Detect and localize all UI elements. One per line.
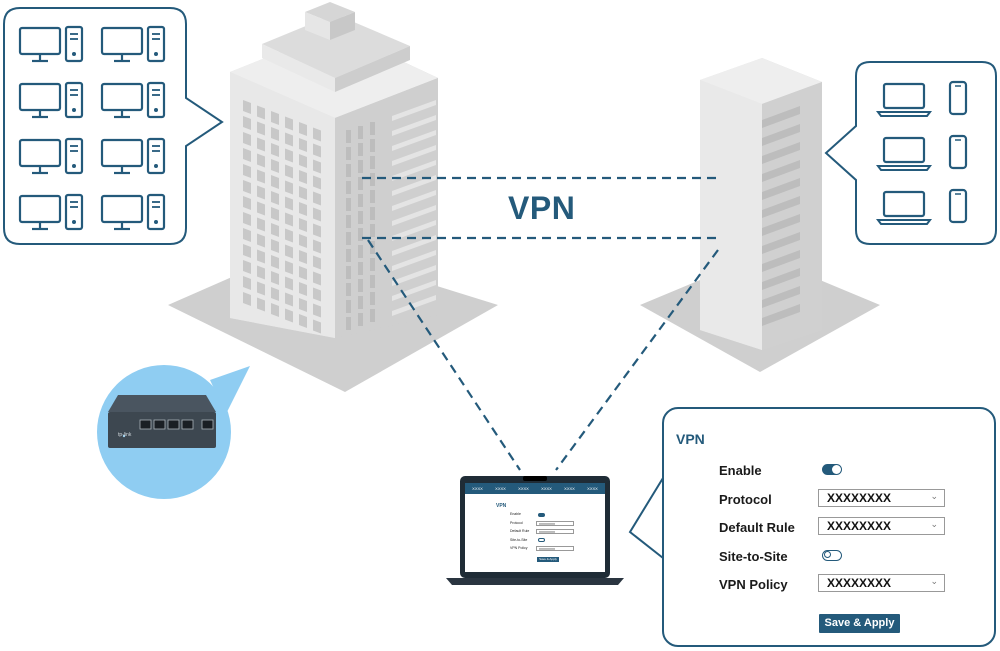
laptop-form-row: Default Rule XXXXXXXX	[492, 529, 592, 535]
desktop-computer-icon	[18, 81, 84, 119]
laptop-nav-item: XXXX	[495, 486, 506, 491]
desktop-computer-icon	[18, 193, 84, 231]
smartphone-icon	[948, 134, 968, 170]
laptop-row-select: XXXXXXXX	[536, 520, 574, 526]
default-rule-select-value: XXXXXXXX	[827, 519, 892, 533]
enable-toggle[interactable]	[822, 464, 842, 475]
laptop-form-row: VPN Policy XXXXXXXX	[492, 546, 592, 552]
laptop-nav-item: XXXX	[564, 486, 575, 491]
router-device	[108, 395, 216, 448]
site-to-site-row: Site-to-Site	[664, 546, 994, 568]
vpn-tunnel	[362, 176, 722, 471]
head-office-devices-callout	[3, 7, 224, 245]
laptop-row-toggle	[538, 512, 545, 517]
enable-label: Enable	[719, 463, 762, 478]
head-office-building	[168, 2, 498, 392]
vpn-policy-select[interactable]: XXXXXXXX ⌄	[818, 574, 945, 592]
desktop-computer-icon	[18, 137, 84, 175]
laptop-nav-item: XXXX	[518, 486, 529, 491]
protocol-row: Protocol XXXXXXXX ⌄	[664, 488, 994, 511]
laptop-apply-button: Save & Apply	[537, 557, 559, 562]
chevron-down-icon: ⌄	[930, 490, 938, 501]
laptop-icon	[876, 82, 932, 117]
laptop-row-label: Enable	[510, 512, 521, 516]
vpn-policy-label: VPN Policy	[719, 577, 788, 592]
protocol-label: Protocol	[719, 491, 772, 507]
chevron-down-icon: ⌄	[930, 519, 938, 529]
vpn-policy-row: VPN Policy XXXXXXXX ⌄	[664, 574, 994, 596]
desktop-computer-icon	[100, 193, 166, 231]
laptop-form-title: VPN	[496, 503, 507, 509]
save-apply-button[interactable]: Save & Apply	[819, 614, 900, 633]
chevron-down-icon: ⌄	[930, 576, 938, 586]
laptop-row-label: Default Rule	[510, 529, 530, 533]
laptop-form-row: Protocol XXXXXXXX	[492, 520, 592, 527]
laptop-form-row: Enable	[492, 512, 592, 518]
laptop-row-select: XXXXXXXX	[536, 529, 574, 534]
laptop-nav-item: XXXX	[472, 486, 483, 491]
panel-pointer	[628, 474, 664, 561]
desktop-computer-icon	[100, 25, 166, 63]
default-rule-select[interactable]: XXXXXXXX ⌄	[818, 517, 945, 535]
panel-title: VPN	[676, 431, 705, 447]
laptop-form-row: Site-to-Site	[492, 538, 592, 544]
default-rule-row: Default Rule XXXXXXXX ⌄	[664, 517, 994, 539]
laptop-row-label: Protocol	[510, 520, 523, 525]
desktop-computer-icon	[100, 81, 166, 119]
router-brand: tp-link	[118, 432, 132, 438]
protocol-select-value: XXXXXXXX	[827, 490, 892, 505]
laptop-icon	[876, 190, 932, 225]
desktop-computer-icon	[100, 137, 166, 175]
smartphone-icon	[948, 188, 968, 224]
site-to-site-toggle[interactable]	[822, 549, 842, 561]
vpn-label: VPN	[508, 190, 576, 226]
laptop-nav: XXXX XXXX XXXX XXXX XXXX XXXX	[466, 484, 604, 494]
branch-office-devices-callout	[824, 61, 997, 245]
laptop-nav-item: XXXX	[587, 486, 598, 491]
laptop	[446, 476, 624, 585]
desktop-computer-icon	[18, 25, 84, 63]
laptop-row-toggle	[538, 538, 545, 542]
laptop-icon	[876, 136, 932, 171]
vpn-policy-select-value: XXXXXXXX	[827, 576, 892, 590]
enable-row: Enable	[664, 460, 994, 482]
laptop-nav-item: XXXX	[541, 486, 552, 491]
site-to-site-label: Site-to-Site	[719, 548, 788, 564]
branch-office-building	[640, 58, 880, 372]
protocol-select[interactable]: XXXXXXXX ⌄	[818, 488, 945, 507]
router-bubble	[97, 365, 250, 499]
default-rule-label: Default Rule	[719, 520, 795, 535]
laptop-row-label: Site-to-Site	[510, 537, 528, 542]
laptop-row-select: XXXXXXXX	[536, 546, 574, 551]
smartphone-icon	[948, 80, 968, 116]
laptop-row-label: VPN Policy	[510, 546, 528, 550]
